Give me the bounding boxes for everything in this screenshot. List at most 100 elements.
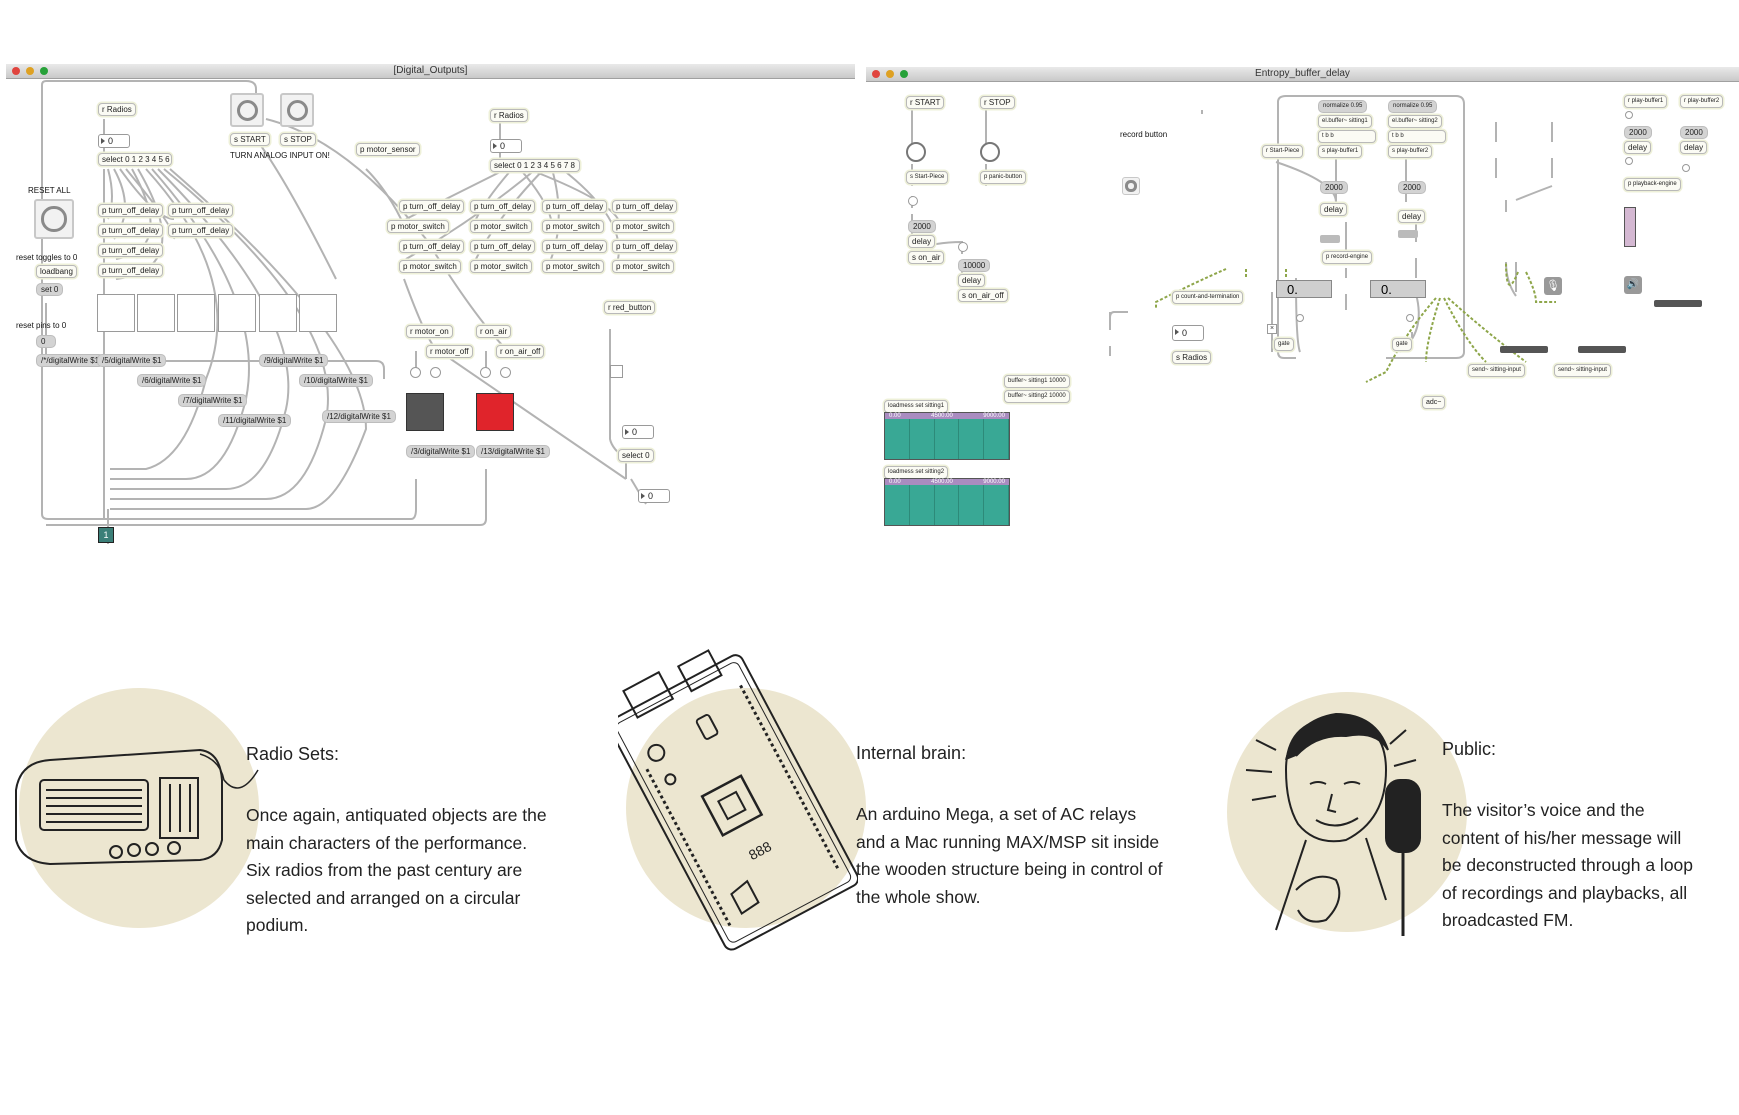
- turn-off-delay-5[interactable]: p turn_off_delay: [168, 204, 234, 217]
- digitalwrite-12-message[interactable]: /12/digitalWrite $1: [322, 410, 396, 423]
- turn-off-delay-1[interactable]: p turn_off_delay: [98, 204, 164, 217]
- s-start-piece-object[interactable]: s Start-Piece: [906, 171, 949, 184]
- turn-off-delay-2[interactable]: p turn_off_delay: [98, 224, 164, 237]
- el-buffer-2-object[interactable]: el.buffer~ sitting2: [1388, 115, 1442, 128]
- motor-switch-4[interactable]: p motor_switch: [612, 220, 674, 233]
- zoom-button[interactable]: [40, 67, 48, 75]
- r-red-button-object[interactable]: r red_button: [604, 301, 656, 314]
- select-object-2[interactable]: select 0 1 2 3 4 5 6 7 8: [490, 159, 580, 172]
- flonum-2[interactable]: 0.: [1370, 280, 1426, 298]
- p-panic-button-object[interactable]: p panic-button: [980, 171, 1027, 184]
- adc-object[interactable]: adc~: [1422, 396, 1446, 409]
- red-button-toggle[interactable]: [610, 365, 623, 378]
- p-count-and-termination-object[interactable]: p count-and-termination: [1172, 291, 1244, 304]
- toggle-1[interactable]: [97, 294, 135, 332]
- s-radios-object[interactable]: s Radios: [1172, 351, 1212, 364]
- p-record-engine-object[interactable]: p record-engine: [1322, 251, 1373, 264]
- number-box-2[interactable]: 0: [490, 139, 522, 153]
- start-bang[interactable]: [230, 93, 264, 127]
- motor-switch-1[interactable]: p motor_switch: [387, 220, 449, 233]
- delay-10000-message[interactable]: 10000: [958, 259, 991, 272]
- r-radios-object[interactable]: r Radios: [98, 103, 136, 116]
- gate-toggle[interactable]: ×: [1267, 324, 1277, 334]
- turn-off-delay-12[interactable]: p turn_off_delay: [470, 240, 536, 253]
- turn-off-delay-9[interactable]: p turn_off_delay: [542, 200, 608, 213]
- on-air-bang[interactable]: [480, 367, 491, 378]
- play-bang-1[interactable]: [1625, 111, 1633, 119]
- select-object[interactable]: select 0 1 2 3 4 5 6: [98, 153, 172, 166]
- s-start-object[interactable]: s START: [230, 133, 270, 146]
- r-stop-object[interactable]: r STOP: [980, 96, 1015, 109]
- close-button[interactable]: [12, 67, 20, 75]
- playback-gain-slider[interactable]: [1624, 207, 1636, 247]
- gate-bang-2[interactable]: [1406, 314, 1414, 322]
- r-play-buffer-2-object[interactable]: r play-buffer2: [1680, 95, 1724, 108]
- turn-off-delay-13[interactable]: p turn_off_delay: [542, 240, 608, 253]
- patcher-canvas[interactable]: r START r STOP s Start-Piece p panic-but…: [866, 82, 1739, 607]
- motor-off-bang[interactable]: [430, 367, 441, 378]
- turn-off-delay-4[interactable]: p turn_off_delay: [98, 264, 164, 277]
- stop-bang[interactable]: [280, 93, 314, 127]
- delay-2000-message-3[interactable]: 2000: [1398, 181, 1426, 194]
- motor-switch-5[interactable]: p motor_switch: [399, 260, 461, 273]
- count-number[interactable]: 0: [1172, 325, 1204, 341]
- t-b-b-2-object[interactable]: t b b: [1388, 130, 1446, 143]
- turn-off-delay-3[interactable]: p turn_off_delay: [98, 244, 164, 257]
- delay-2000-message-2[interactable]: 2000: [1320, 181, 1348, 194]
- close-button[interactable]: [872, 70, 880, 78]
- motor-switch-6[interactable]: p motor_switch: [470, 260, 532, 273]
- on-air-bang[interactable]: [958, 242, 968, 252]
- rec-slider-1[interactable]: [1320, 235, 1340, 243]
- on-air-off-bang[interactable]: [500, 367, 511, 378]
- r-play-buffer-1-object[interactable]: r play-buffer1: [1624, 95, 1668, 108]
- digitalwrite-5-message[interactable]: /5/digitalWrite $1: [97, 354, 167, 367]
- waveform-sitting2[interactable]: 0.00 4500.00 9000.00: [884, 478, 1010, 526]
- play-bang-3[interactable]: [1682, 164, 1690, 172]
- delay-object-3[interactable]: delay: [1320, 203, 1348, 216]
- toggle-3[interactable]: [177, 294, 215, 332]
- motor-switch-2[interactable]: p motor_switch: [470, 220, 532, 233]
- delay-object[interactable]: delay: [908, 235, 936, 248]
- normalize-2-message[interactable]: normalize 0.95: [1388, 100, 1438, 113]
- s-on-air-object[interactable]: s on_air: [908, 251, 945, 264]
- speaker-icon[interactable]: 🔊: [1624, 276, 1642, 294]
- digitalwrite-10-message[interactable]: /10/digitalWrite $1: [299, 374, 373, 387]
- r-start-object[interactable]: r START: [906, 96, 945, 109]
- motor-switch-3[interactable]: p motor_switch: [542, 220, 604, 233]
- number-box[interactable]: 0: [98, 134, 130, 148]
- waveform-sitting1[interactable]: 0.00 4500.00 9000.00: [884, 412, 1010, 460]
- gate-2-object[interactable]: gate: [1392, 338, 1412, 351]
- gate-1-object[interactable]: gate: [1274, 338, 1294, 351]
- r-motor-off-object[interactable]: r motor_off: [426, 345, 473, 358]
- normalize-1-message[interactable]: normalize 0.95: [1318, 100, 1368, 113]
- zero-message[interactable]: 0: [36, 335, 56, 348]
- minimize-button[interactable]: [886, 70, 894, 78]
- digitalwrite-7-message[interactable]: /7/digitalWrite $1: [178, 394, 248, 407]
- s-play-buffer-1-object[interactable]: s play-buffer1: [1318, 145, 1363, 158]
- s-on-air-off-object[interactable]: s on_air_off: [958, 289, 1008, 302]
- r-motor-on-object[interactable]: r motor_on: [406, 325, 453, 338]
- on-air-state-button[interactable]: [476, 393, 514, 431]
- p-playback-engine-object[interactable]: p playback-engine: [1624, 178, 1681, 191]
- start-bang[interactable]: [906, 142, 926, 162]
- send-sitting-input-2[interactable]: send~ sitting-input: [1554, 364, 1611, 377]
- turn-off-delay-10[interactable]: p turn_off_delay: [612, 200, 678, 213]
- t-b-b-1-object[interactable]: t b b: [1318, 130, 1376, 143]
- patcher-canvas[interactable]: r Radios 0 select 0 1 2 3 4 5 6 s START …: [6, 79, 855, 609]
- motor-switch-7[interactable]: p motor_switch: [542, 260, 604, 273]
- rec-slider-2[interactable]: [1398, 230, 1418, 238]
- loadbang-object[interactable]: loadbang: [36, 265, 77, 278]
- turn-off-delay-7[interactable]: p turn_off_delay: [399, 200, 465, 213]
- motor-switch-8[interactable]: p motor_switch: [612, 260, 674, 273]
- turn-off-delay-11[interactable]: p turn_off_delay: [399, 240, 465, 253]
- send-sitting-input-1[interactable]: send~ sitting-input: [1468, 364, 1525, 377]
- digitalwrite-11-message[interactable]: /11/digitalWrite $1: [218, 414, 292, 427]
- minimize-button[interactable]: [26, 67, 34, 75]
- motor-on-bang[interactable]: [410, 367, 421, 378]
- delay-object-2[interactable]: delay: [958, 274, 986, 287]
- zoom-button[interactable]: [900, 70, 908, 78]
- flonum-1[interactable]: 0.: [1276, 280, 1332, 298]
- digitalwrite-6-message[interactable]: /6/digitalWrite $1: [137, 374, 207, 387]
- r-radios-object-2[interactable]: r Radios: [490, 109, 528, 122]
- r-start-piece-object[interactable]: r Start-Piece: [1262, 145, 1304, 158]
